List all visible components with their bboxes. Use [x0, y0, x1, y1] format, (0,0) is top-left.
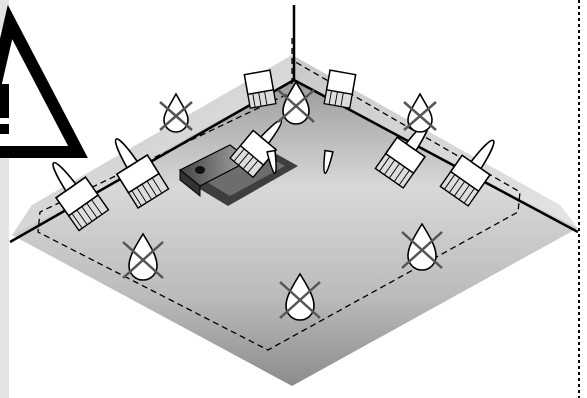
no-water-drop-icon: [159, 92, 193, 133]
paint-brush-icon: [52, 162, 110, 232]
paint-brush-icon: [323, 69, 357, 174]
left-side-bar: [0, 0, 9, 398]
warning-triangle-icon: [0, 4, 88, 158]
paint-brush-icon: [439, 139, 495, 207]
dashed-treatment-outline: [37, 38, 521, 351]
no-water-drop-icon: [122, 232, 164, 281]
no-water-drop-icon: [277, 80, 315, 125]
floor-surface: [12, 80, 578, 386]
paint-brush-icon: [229, 119, 283, 179]
paint-brush-icon: [243, 69, 277, 174]
no-water-drop-icon: [403, 92, 437, 133]
no-water-drop-icon: [279, 272, 321, 321]
paint-brush-icon: [114, 138, 170, 209]
no-water-drop-icon: [401, 222, 443, 271]
